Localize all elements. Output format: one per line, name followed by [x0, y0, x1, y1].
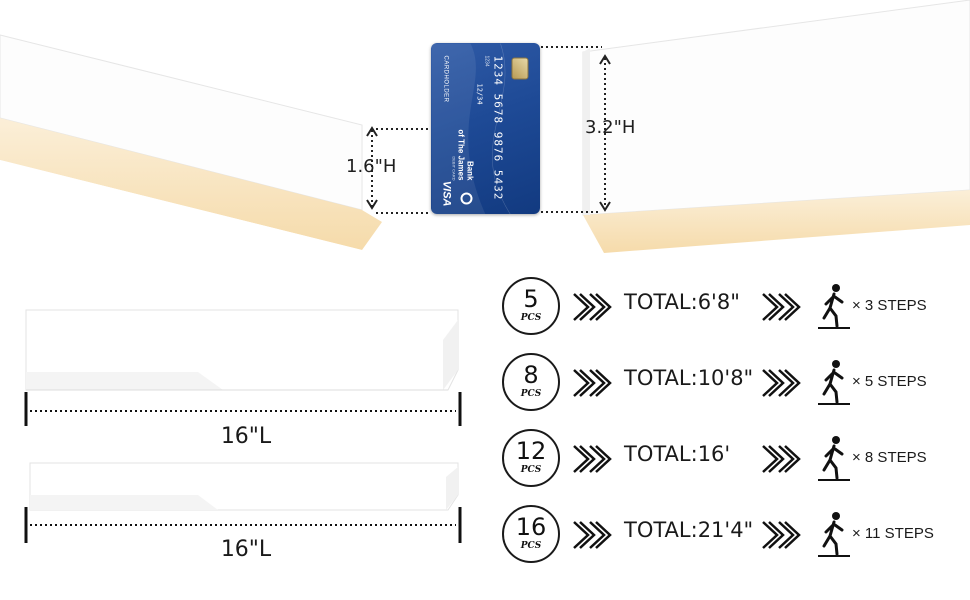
- strip-panel-1-graphic: [24, 309, 462, 426]
- pack-count: 16: [515, 513, 547, 541]
- walking-person-icon: [818, 512, 850, 557]
- hero-strips-graphic: [0, 0, 970, 255]
- pack-row-5: 5 PCS TOTAL:6'8" × 3 STEPS: [502, 277, 962, 335]
- pack-row-16: 16 PCS TOTAL:21'4" × 11 STEPS: [502, 505, 962, 563]
- height-comparison-hero: 1.6"H 3.2"H 1234 5678 9876 5432 1234 12/…: [0, 0, 970, 270]
- double-chevron-right-icon: [762, 445, 801, 473]
- card-holder: CARDHOLDER: [442, 55, 448, 103]
- left-height-label: 1.6"H: [346, 156, 397, 177]
- card-brand: VISA: [440, 180, 452, 206]
- double-chevron-right-icon: [762, 293, 801, 321]
- walking-person-icon: [818, 284, 850, 329]
- pack-count-badge: 12 PCS: [502, 429, 560, 487]
- card-bank-line1: Bank: [465, 160, 474, 180]
- pack-count: 12: [515, 437, 547, 465]
- pack-count-badge: 5 PCS: [502, 277, 560, 335]
- double-chevron-right-icon: [573, 521, 612, 549]
- pack-unit: PCS: [520, 389, 542, 399]
- pack-unit: PCS: [520, 313, 542, 323]
- pack-steps: × 5 STEPS: [852, 373, 927, 390]
- card-bank-sub: DEBIT CARD: [451, 155, 456, 180]
- right-strip-3-2in: [582, 0, 970, 253]
- card-chip: [511, 57, 528, 79]
- card-number: 1234 5678 9876 5432: [491, 55, 504, 200]
- right-height-label: 3.2"H: [585, 117, 636, 138]
- card-expiry: 12/34: [475, 83, 483, 105]
- double-chevron-right-icon: [762, 521, 801, 549]
- card-bank-line2: of The James: [456, 128, 465, 180]
- pack-unit: PCS: [520, 465, 542, 475]
- double-chevron-right-icon: [573, 445, 612, 473]
- left-height-marker: [366, 126, 430, 214]
- pack-steps: × 3 STEPS: [852, 297, 927, 314]
- pack-total: TOTAL:16': [624, 442, 731, 466]
- bank-logo-icon: [460, 192, 472, 204]
- pack-steps: × 8 STEPS: [852, 449, 927, 466]
- pack-unit: PCS: [520, 541, 542, 551]
- left-strip-1-6in: [0, 34, 382, 255]
- card-small-number: 1234: [483, 55, 489, 67]
- pack-steps: × 11 STEPS: [852, 525, 934, 542]
- double-chevron-right-icon: [573, 369, 612, 397]
- pack-total: TOTAL:6'8": [624, 290, 740, 314]
- strip-panel-2: 16"L: [18, 455, 468, 595]
- pack-total: TOTAL:10'8": [624, 366, 754, 390]
- pack-count-badge: 8 PCS: [502, 353, 560, 411]
- double-chevron-right-icon: [762, 369, 801, 397]
- pack-count: 8: [523, 361, 539, 389]
- pack-count: 5: [523, 285, 539, 313]
- walking-person-icon: [818, 436, 850, 481]
- pack-row-12: 12 PCS TOTAL:16' × 8 STEPS: [502, 429, 962, 487]
- card-wave-pattern: [431, 43, 511, 214]
- pack-count-badge: 16 PCS: [502, 505, 560, 563]
- right-height-marker: [541, 46, 611, 213]
- strip-panel-2-graphic: [24, 462, 462, 543]
- double-chevron-right-icon: [573, 293, 612, 321]
- pack-row-8: 8 PCS TOTAL:10'8" × 5 STEPS: [502, 353, 962, 411]
- length-label-2: 16"L: [220, 537, 272, 562]
- card-bank-name: Bank of The James: [456, 129, 474, 180]
- length-label-1: 16"L: [220, 424, 272, 449]
- credit-card-icon: 1234 5678 9876 5432 1234 12/34 CARDHOLDE…: [431, 43, 540, 214]
- strip-panel-1: 16"L: [18, 300, 468, 460]
- pack-total: TOTAL:21'4": [624, 518, 754, 542]
- walking-person-icon: [818, 360, 850, 405]
